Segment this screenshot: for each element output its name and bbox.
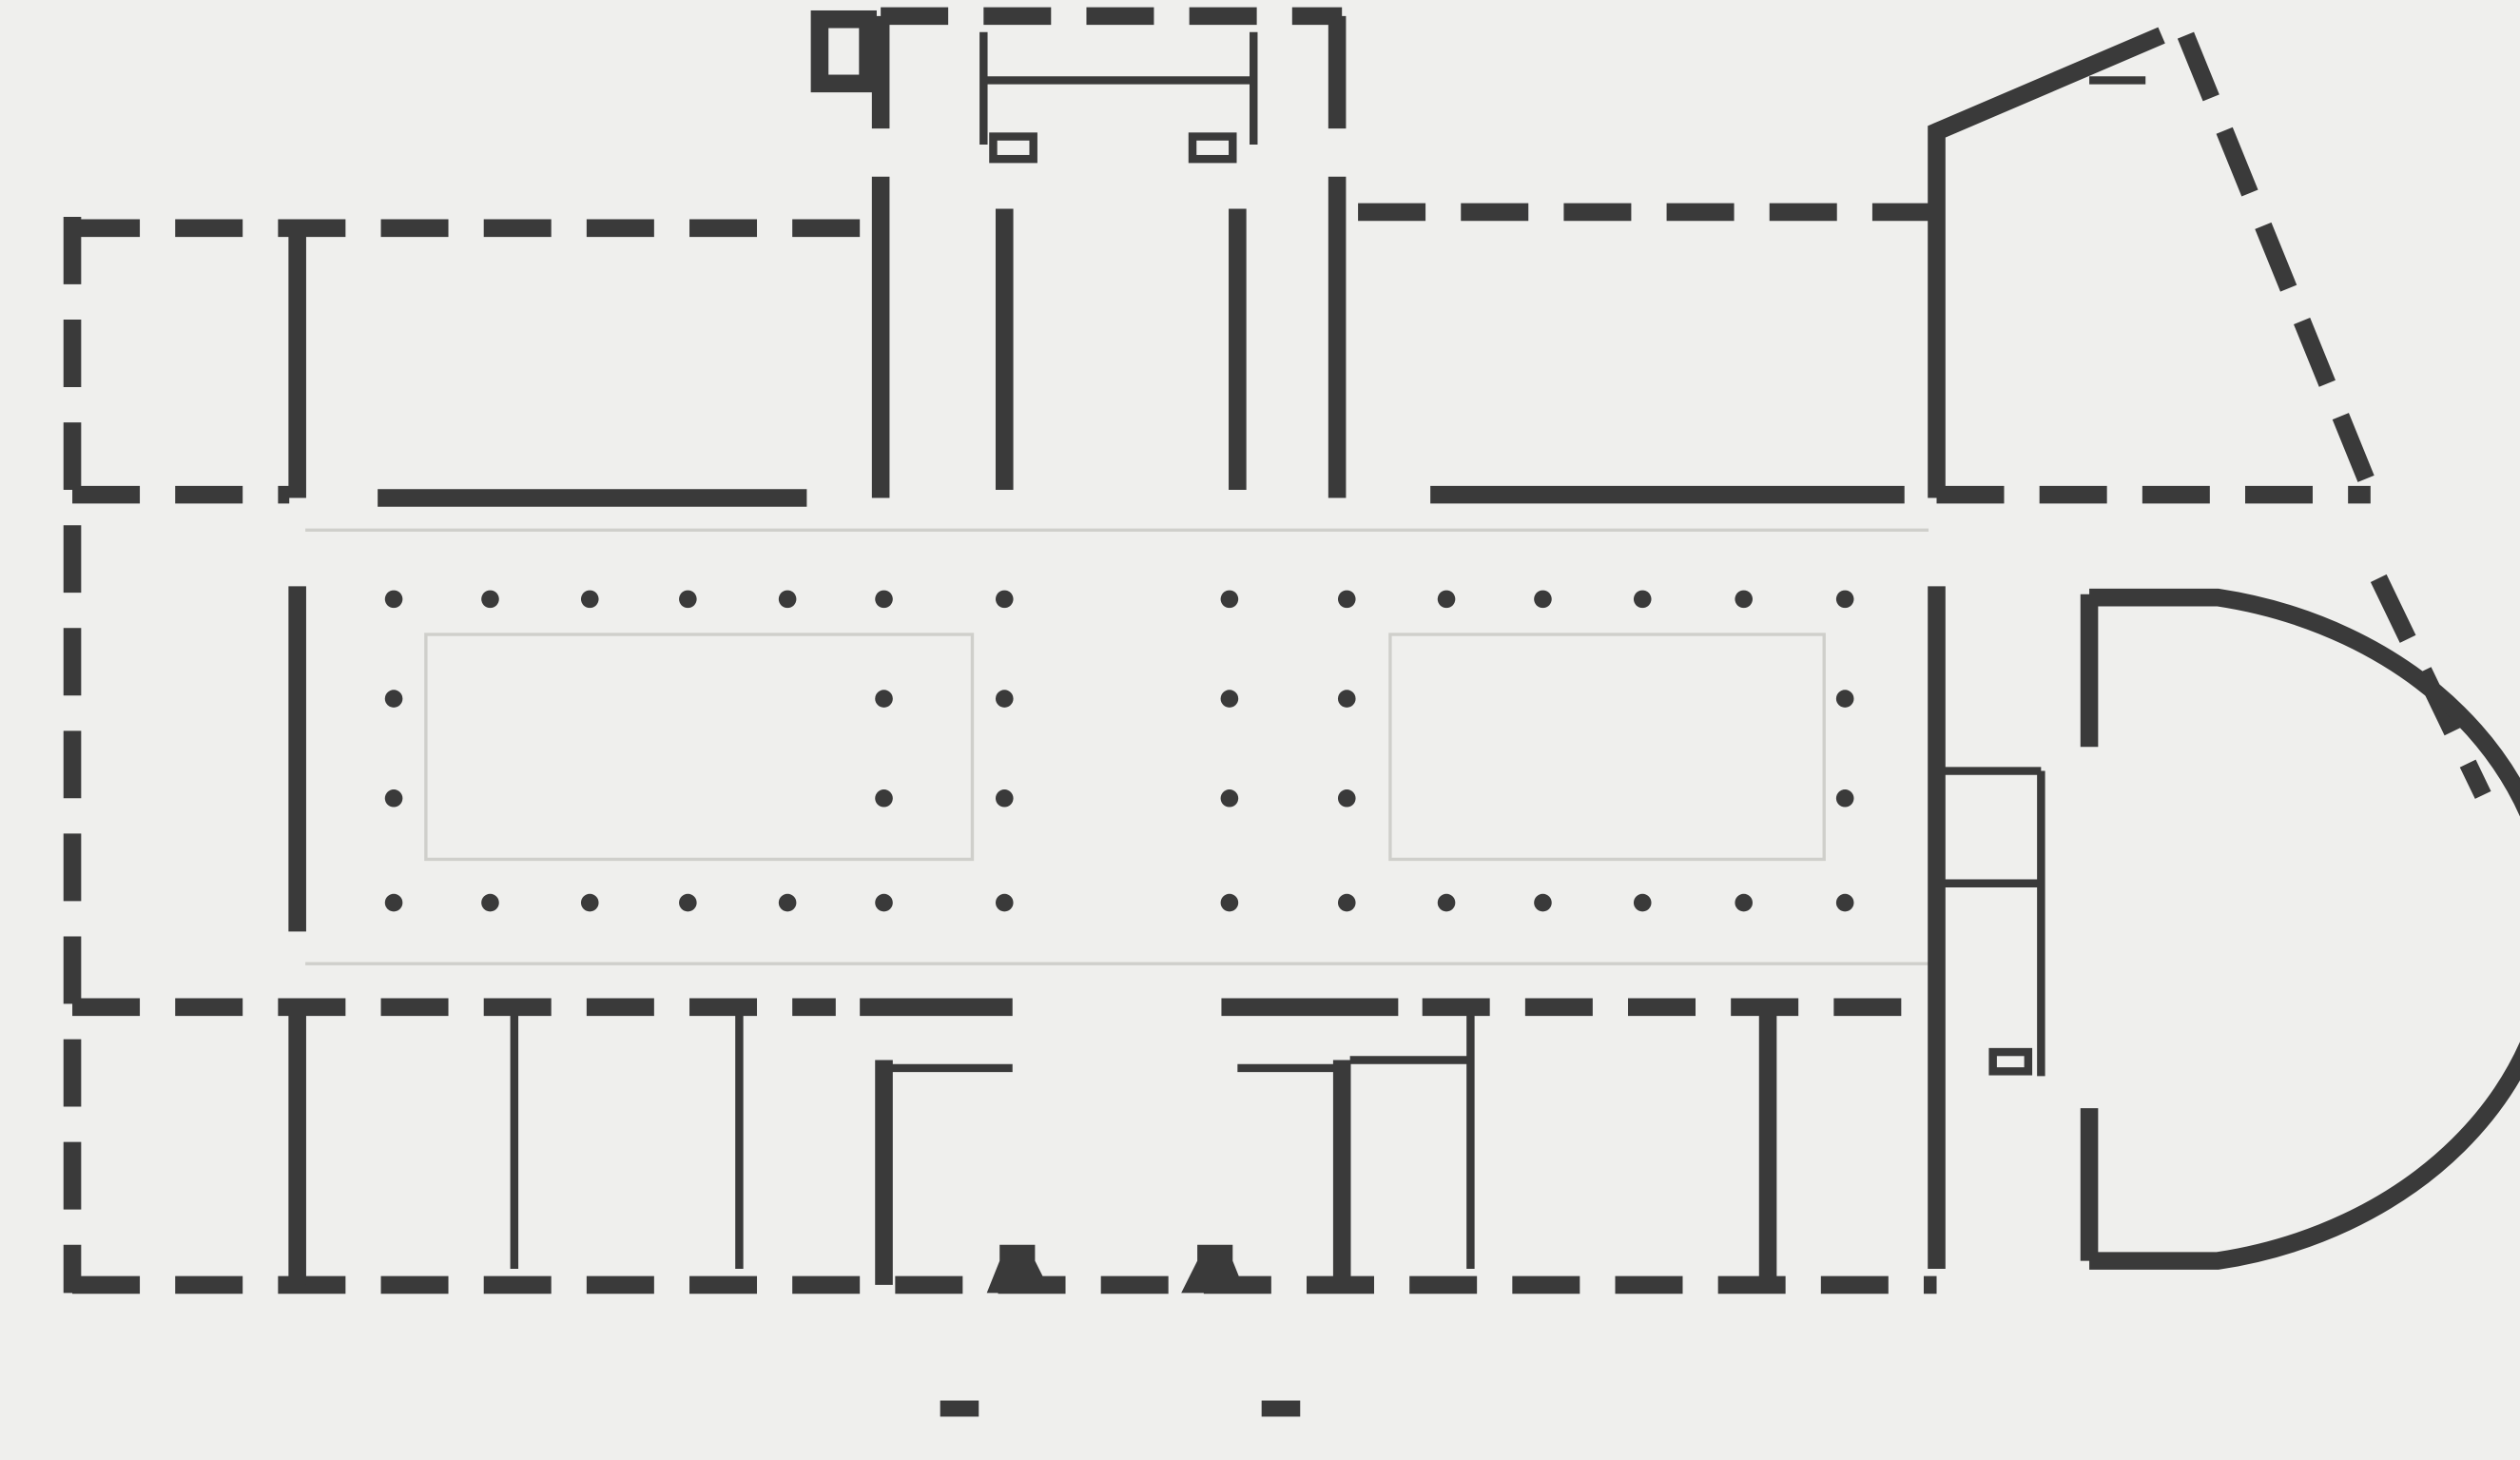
column: [1835, 590, 1854, 609]
column: [1220, 690, 1239, 708]
column: [778, 893, 797, 912]
west-wing: [63, 216, 877, 1294]
column: [1534, 590, 1552, 609]
column: [995, 590, 1014, 609]
entrance-pier-right: [1181, 1244, 1246, 1294]
column: [995, 690, 1014, 708]
east-wing: [1358, 27, 2520, 1270]
column: [1534, 893, 1552, 912]
south-wing: [72, 998, 1937, 1417]
column: [1633, 590, 1652, 609]
column: [1835, 690, 1854, 708]
column: [580, 590, 599, 609]
apse: [2089, 588, 2520, 1270]
column: [1220, 893, 1239, 912]
column: [1220, 590, 1239, 609]
column: [1437, 893, 1456, 912]
column: [679, 893, 697, 912]
column: [875, 690, 893, 708]
north-annex: [810, 7, 1347, 498]
column: [875, 893, 893, 912]
column: [679, 590, 697, 609]
column: [1337, 590, 1356, 609]
column: [778, 590, 797, 609]
column: [481, 893, 499, 912]
step-marker-left: [940, 1400, 979, 1417]
column: [1337, 788, 1356, 808]
column: [1633, 893, 1652, 912]
column: [1220, 788, 1239, 808]
column: [384, 788, 403, 808]
column: [1835, 788, 1854, 808]
column: [1437, 590, 1456, 609]
column: [1337, 893, 1356, 912]
faint-grid: [305, 528, 1929, 965]
step-marker-right: [1261, 1400, 1301, 1417]
column: [384, 893, 403, 912]
column: [1835, 893, 1854, 912]
column: [1337, 690, 1356, 708]
column: [995, 788, 1014, 808]
column: [1735, 590, 1754, 609]
colonnade: [384, 590, 1854, 912]
column: [580, 893, 599, 912]
column: [384, 590, 403, 609]
column: [875, 788, 893, 808]
column: [481, 590, 499, 609]
column: [384, 690, 403, 708]
column: [1735, 893, 1754, 912]
column: [875, 590, 893, 609]
column: [995, 893, 1014, 912]
entrance-pier-left: [986, 1244, 1052, 1294]
